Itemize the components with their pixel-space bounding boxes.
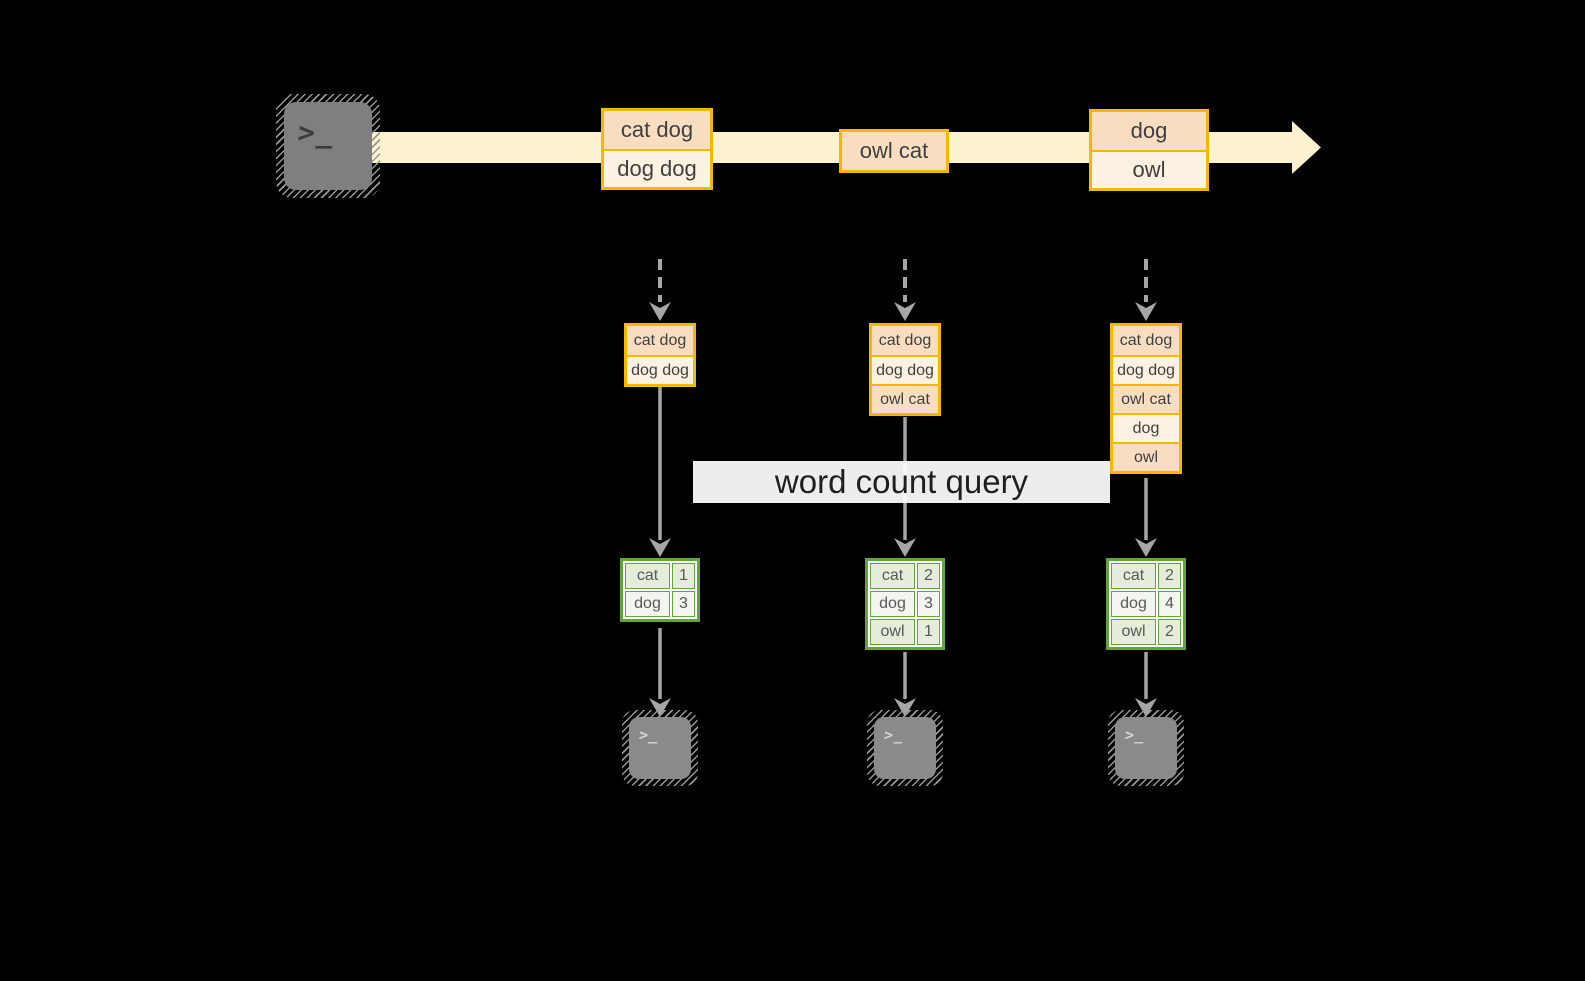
stream-batch-2: owl cat xyxy=(839,129,949,173)
table-row: dog 3 xyxy=(870,591,940,617)
stack-record: cat dog xyxy=(872,326,938,355)
output-arrowhead-3 xyxy=(1135,698,1157,717)
count-cell: 4 xyxy=(1158,591,1181,617)
stack-record: dog dog xyxy=(627,355,693,384)
word-cell: dog xyxy=(870,591,915,617)
table-row: owl 1 xyxy=(870,619,940,645)
count-cell: 2 xyxy=(917,563,940,589)
terminal-square xyxy=(284,102,372,190)
table-row: cat 2 xyxy=(870,563,940,589)
input-terminal-icon: >_ xyxy=(276,94,380,198)
dashed-arrowhead-1 xyxy=(649,302,671,321)
terminal-square xyxy=(1115,717,1177,779)
count-cell: 2 xyxy=(1158,619,1181,645)
table-row: cat 2 xyxy=(1111,563,1181,589)
output-arrowhead-2 xyxy=(894,698,916,717)
stream-record: owl xyxy=(1092,150,1206,188)
table-row: owl 2 xyxy=(1111,619,1181,645)
word-cell: owl xyxy=(870,619,915,645)
stack-record: owl cat xyxy=(1113,384,1179,413)
terminal-prompt-glyph: >_ xyxy=(638,726,661,744)
word-cell: cat xyxy=(625,563,670,589)
count-cell: 1 xyxy=(672,563,695,589)
count-cell: 1 xyxy=(917,619,940,645)
query-arrowhead-3 xyxy=(1135,538,1157,557)
query-arrowhead-2 xyxy=(894,538,916,557)
terminal-square xyxy=(629,717,691,779)
output-terminal-icon-1: >_ xyxy=(622,710,698,786)
stack-record: cat dog xyxy=(1113,326,1179,355)
count-table-2: cat 2 dog 3 owl 1 xyxy=(865,558,945,650)
table-row: dog 3 xyxy=(625,591,695,617)
stack-record: dog dog xyxy=(1113,355,1179,384)
output-terminal-icon-3: >_ xyxy=(1108,710,1184,786)
stream-record: dog dog xyxy=(604,149,710,187)
stack-record: owl xyxy=(1113,442,1179,471)
terminal-prompt-glyph: >_ xyxy=(296,116,338,149)
word-cell: dog xyxy=(625,591,670,617)
query-band: word count query xyxy=(693,461,1110,503)
terminal-prompt-glyph: >_ xyxy=(883,726,906,744)
count-cell: 3 xyxy=(917,591,940,617)
stream-batch-1: cat dog dog dog xyxy=(601,108,713,190)
stack-record: dog dog xyxy=(872,355,938,384)
dashed-arrowhead-2 xyxy=(894,302,916,321)
terminal-prompt-glyph: >_ xyxy=(1124,726,1147,744)
dashed-arrowhead-3 xyxy=(1135,302,1157,321)
query-label: word count query xyxy=(774,463,1029,500)
stack-record: owl cat xyxy=(872,384,938,413)
stream-record: dog xyxy=(1092,112,1206,150)
input-stack-3: cat dog dog dog owl cat dog owl xyxy=(1110,323,1182,474)
stream-batch-3: dog owl xyxy=(1089,109,1209,191)
word-cell: cat xyxy=(870,563,915,589)
table-row: cat 1 xyxy=(625,563,695,589)
stack-record: dog xyxy=(1113,413,1179,442)
stream-record: cat dog xyxy=(604,111,710,149)
query-arrowhead-1 xyxy=(649,538,671,557)
terminal-square xyxy=(874,717,936,779)
output-arrowhead-1 xyxy=(649,698,671,717)
stack-record: cat dog xyxy=(627,326,693,355)
input-stack-2: cat dog dog dog owl cat xyxy=(869,323,941,416)
count-table-1: cat 1 dog 3 xyxy=(620,558,700,622)
stream-record: owl cat xyxy=(842,132,946,170)
table-row: dog 4 xyxy=(1111,591,1181,617)
count-table-3: cat 2 dog 4 owl 2 xyxy=(1106,558,1186,650)
output-terminal-icon-2: >_ xyxy=(867,710,943,786)
count-cell: 3 xyxy=(672,591,695,617)
count-cell: 2 xyxy=(1158,563,1181,589)
input-stack-1: cat dog dog dog xyxy=(624,323,696,387)
word-cell: owl xyxy=(1111,619,1156,645)
word-cell: cat xyxy=(1111,563,1156,589)
word-cell: dog xyxy=(1111,591,1156,617)
